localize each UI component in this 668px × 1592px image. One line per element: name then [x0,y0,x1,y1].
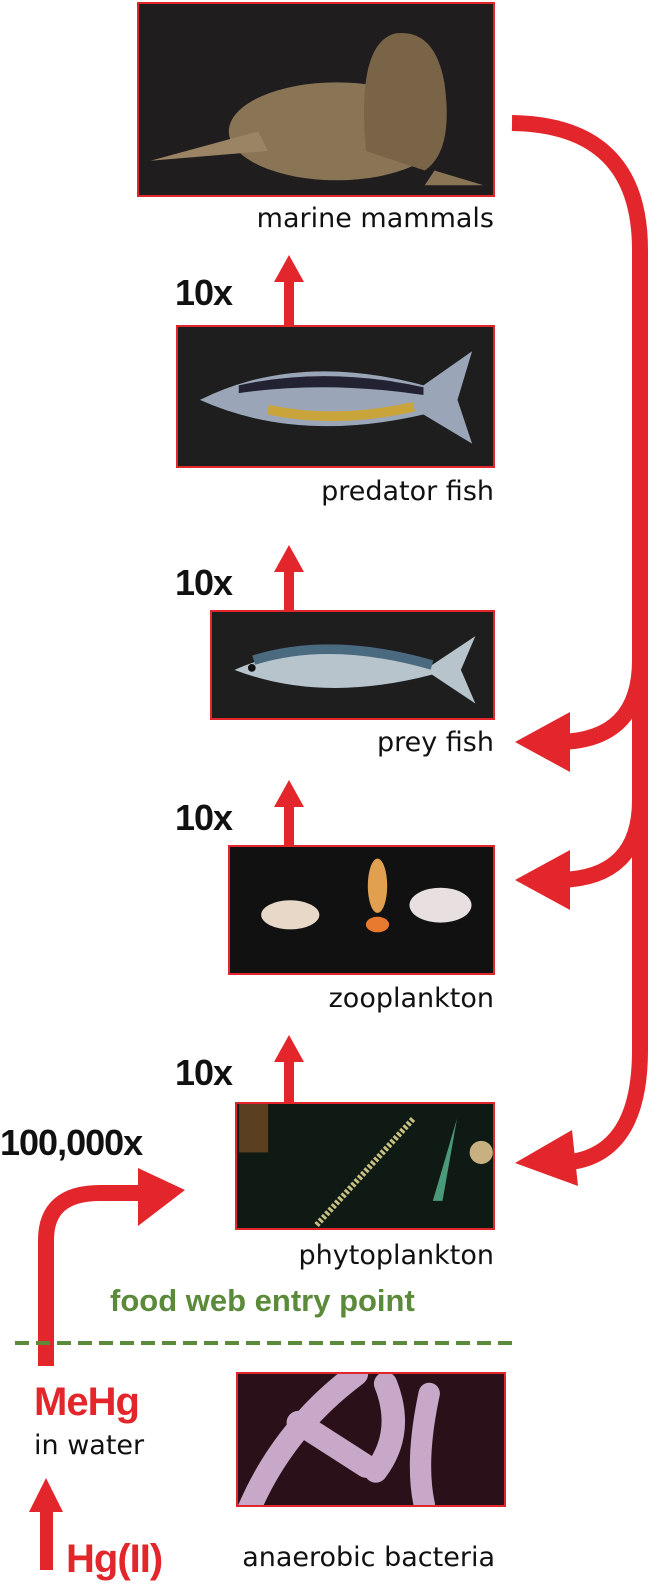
arrowhead-prey-fish [515,712,570,772]
bacteria-image [236,1372,506,1507]
hg-source-label: Hg(II) [66,1537,163,1581]
multiplier-prey-fish: 10x [175,562,233,603]
multiplier-zooplankton: 10x [175,797,233,838]
arrow-up-head [274,255,304,282]
multiplier-phytoplankton: 10x [175,1052,233,1093]
hg-arrow-head [29,1478,63,1512]
arrow-up-head [274,545,304,572]
arrow-up-shaft [284,1060,294,1102]
arrowhead-mehg-entry [138,1168,185,1226]
level-label-marine-mammals: marine mammals [256,203,494,234]
mehg-entry-path [38,1185,145,1366]
top-predator-return-path [511,115,648,1171]
arrow-up-head [274,1035,304,1062]
branch-to-zooplankton [559,799,648,888]
arrow-up-head [274,780,304,807]
phytoplankton-image [235,1102,495,1230]
level-label-zooplankton: zooplankton [328,983,494,1014]
multiplier-predator-fish: 10x [175,272,233,313]
hg-arrow-shaft [40,1510,53,1570]
arrow-up-shaft [284,805,294,845]
prey-fish-image [210,610,495,720]
arrowhead-zooplankton [515,850,570,910]
level-label-predator-fish: predator fish [321,476,494,507]
arrow-up-shaft [284,570,294,610]
level-label-anaerobic-bacteria: anaerobic bacteria [242,1542,495,1573]
mehg-title: MeHg [34,1380,140,1424]
level-label-prey-fish: prey fish [376,727,494,758]
marine-mammal-image [137,2,495,197]
branch-to-prey-fish [559,659,648,750]
predator-fish-image [176,325,495,468]
level-label-phytoplankton: phytoplankton [298,1240,495,1271]
entry-point-label: food web entry point [110,1283,415,1318]
entry-multiplier: 100,000x [0,1122,143,1163]
zooplankton-image [228,845,495,975]
mehg-subtitle: in water [34,1430,145,1461]
arrowhead-phytoplankton [515,1130,578,1186]
arrow-up-shaft [284,280,294,325]
